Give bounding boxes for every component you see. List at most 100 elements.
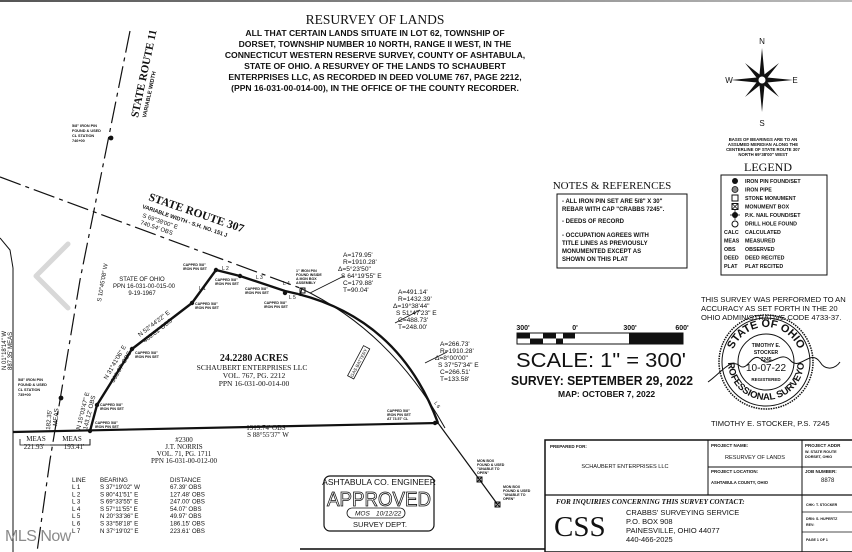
note-line: TITLE LINES AS PREVIOUSLY (562, 241, 648, 247)
line-id: L 6 (72, 521, 81, 528)
norris-parcel: VOL. 71, PG. 1711 (157, 450, 212, 458)
stamp-word: APPROVED (327, 489, 431, 511)
curve2-data: S 51°47'23" E (396, 309, 437, 317)
pin-note: IRON PIN SET (387, 413, 412, 417)
pin-note: CAPPED 5/8" (215, 278, 238, 282)
line-table-header: BEARING (100, 477, 128, 484)
pin-note: IRON PIN SET (183, 267, 208, 271)
pin-note: AT 73.57' CL (387, 417, 409, 421)
title-block-heading: RESURVEY OF LANDS ALL THAT CERTAIN LANDS… (225, 12, 525, 93)
meas-distance: 182.35' (45, 410, 54, 431)
pin-note: FOUND & USED (72, 129, 101, 133)
legend-abbr: DEED (724, 256, 739, 262)
line-tag: L 2 (222, 266, 229, 272)
line-id: L 3 (72, 499, 81, 506)
mon-box-note: MON BOX (477, 459, 495, 463)
pin-note: CAPPED 5/8" (387, 409, 410, 413)
drill-hole-icon (731, 220, 739, 228)
pin-note: CAPPED 5/8" (100, 403, 123, 407)
project-name: RESURVEY OF LANDS (725, 455, 785, 461)
project-address: W. STATE ROUTE (805, 450, 837, 454)
pin-note: CL STATION (18, 388, 40, 392)
compass-e: E (792, 76, 797, 85)
seal-name: STOCKER (754, 350, 779, 356)
curve1-data: T=90.04' (343, 287, 369, 294)
project-address: DORSET, OHIO (805, 455, 832, 459)
bottom-line-bearing: S 88°55'37" W (247, 431, 289, 439)
curve1-data: C=179.88' (343, 280, 373, 287)
pin-note: CAPPED 5/8" (195, 302, 218, 306)
curve1-data: Δ=5°23'50" (338, 265, 371, 273)
seal-name: TIMOTHY E. (752, 343, 781, 349)
line-id: L 5 (72, 513, 81, 520)
note-line: - OCCUPATION AGREES WITH (562, 233, 649, 239)
norris-parcel: J.T. NORRIS (165, 443, 203, 451)
pin-note: A MON BOX (296, 277, 317, 281)
left-line-bearing: N 01°18'14" W (2, 331, 8, 370)
plat-title: RESURVEY OF LANDS (306, 12, 445, 27)
revision: REV: (806, 523, 814, 527)
description-line: ENTERPRISES LLC, AS RECORDED IN DEED VOL… (228, 72, 521, 82)
iron-pin-icon (87, 428, 93, 434)
accuracy-line: ACCURACY AS SET FORTH IN THE 20 (701, 304, 838, 313)
company-line: PAINESVILLE, OHIO 44077 (626, 526, 720, 535)
description-line: DORSET, TOWNSHIP NUMBER 10 NORTH, RANGE … (239, 39, 512, 49)
mon-box-note: FOUND & USED (503, 489, 531, 493)
legend-label: MONUMENT BOX (745, 205, 790, 211)
curve2-data: Δ=19°38'44" (393, 302, 430, 310)
description-line: STATE OF OHIO. A RESURVEY OF THE LANDS T… (244, 61, 506, 71)
scale-tick: 0' (572, 325, 578, 332)
pin-note: 1" IRON PIN (296, 269, 317, 273)
north-arrow-compass-icon: N S W E BASIS OF BEARINGS ARE TO AN ASSU… (725, 37, 800, 157)
gas-battery-label: GAS BATTERY (349, 348, 368, 378)
pin-note: CAPPED 5/8" (264, 301, 287, 305)
pin-note: ASSEMBLY (296, 281, 316, 285)
mon-box-note: FOUND & USED (477, 463, 505, 467)
basis-line: CENTERLINE OF STATE ROUTE 307 (726, 147, 800, 152)
drawn-by: DRN: S. HUPERTZ (806, 517, 838, 521)
accuracy-line: OHIO ADMINISTRATIVE CODE 4733-37. (701, 313, 841, 322)
project-address-label: PROJECT ADDR (805, 443, 841, 448)
scale-tick: 300' (516, 325, 530, 332)
scale-tick: 600' (675, 325, 689, 332)
compass-n: N (759, 37, 765, 46)
line-id: L 1 (72, 484, 81, 491)
boundary-pins (87, 267, 438, 434)
curve2-data: T=248.00' (398, 324, 427, 331)
curve1-data: A=179.95' (343, 252, 373, 259)
mls-now-watermark: MLS Now (5, 528, 71, 545)
iron-pin-icon (732, 178, 738, 184)
line-distance: 54.07' OBS (170, 506, 201, 513)
scale-bar: 300' 0' 300' 600' SCALE: 1" = 300' SURVE… (511, 325, 693, 399)
accuracy-line: THIS SURVEY WAS PERFORMED TO AN (701, 295, 846, 304)
compass-w: W (725, 76, 733, 85)
line-distance: 247.00' OBS (170, 499, 205, 506)
pin-note: 5/8" IRON PIN (18, 378, 43, 382)
note-line: - DEEDS OF RECORD (562, 219, 625, 225)
sr11-bearing: S 10°45'08" W (97, 263, 110, 302)
legend-heading: LEGEND (744, 160, 792, 174)
previous-image-button[interactable] (28, 239, 76, 313)
inquiries-heading: FOR INQUIRIES CONCERNING THIS SURVEY CON… (556, 498, 745, 506)
left-line-distance: 887.35' MEAS (8, 332, 14, 370)
pin-note: 735+00 (18, 393, 31, 397)
company-line: CRABBS' SURVEYING SERVICE (626, 508, 739, 517)
state-of-ohio-parcel: STATE OF OHIO (119, 277, 165, 283)
gas-battery: GAS BATTERY (347, 345, 371, 380)
note-line: MONUMENTED EXCEPT AS (562, 249, 641, 255)
curve2-data: C=488.73' (398, 317, 428, 324)
legend-label: PLAT RECITED (745, 264, 783, 270)
iron-pin-icon (213, 267, 219, 273)
monument-box-icon (299, 287, 501, 508)
pin-note: FOUND INSIDE (296, 273, 322, 277)
iron-pin-icon (58, 395, 64, 401)
curve3-data: Δ=8°00'00" (435, 354, 468, 362)
line-distance: 49.97' OBS (170, 513, 201, 520)
company-line: 440-466-2025 (626, 535, 673, 544)
iron-pin-icon (189, 300, 195, 306)
iron-pin-icon (282, 290, 288, 296)
state-of-ohio-parcel: 9-19-1967 (128, 291, 156, 297)
pin-note: CAPPED 5/8" (183, 263, 206, 267)
note-line: REBAR WITH CAP "CRABBS 7245". (562, 207, 665, 213)
